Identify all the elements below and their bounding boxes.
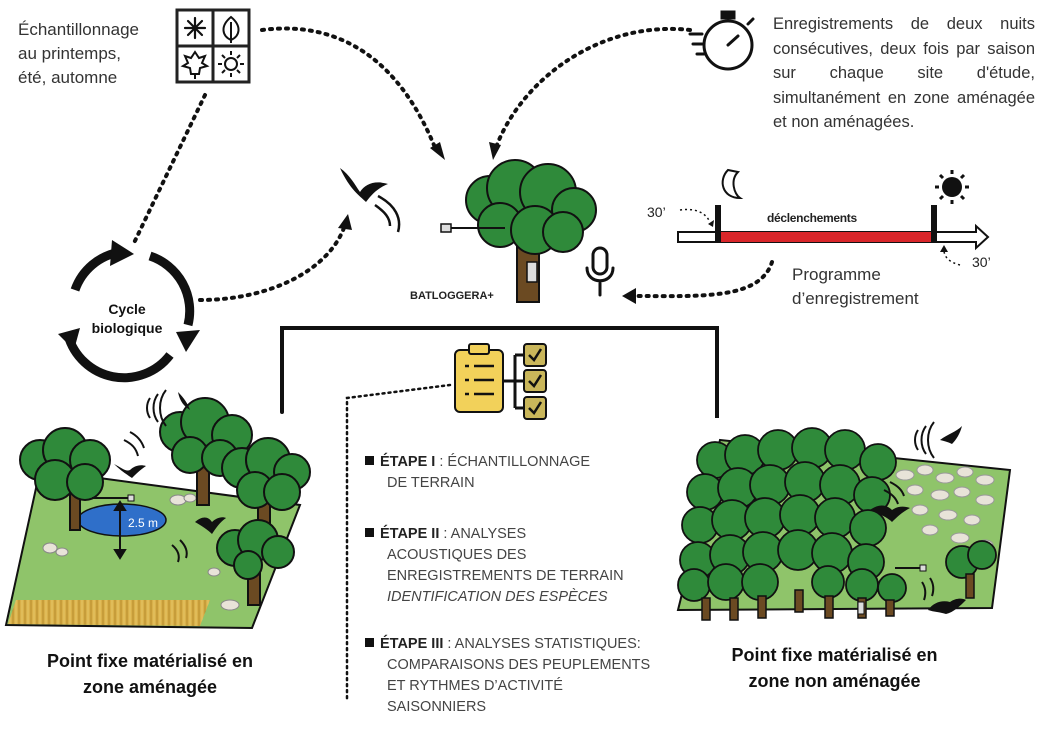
step-2-line3: ENREGISTREMENTS DE TERRAIN: [387, 568, 624, 584]
step-3-line4: SAISONNIERS: [387, 699, 487, 715]
step-2-line4: IDENTIFICATION DES ESPÈCES: [387, 589, 608, 605]
season-grid-icon: [175, 8, 251, 84]
step-2-line1: : ANALYSES: [439, 526, 527, 542]
recording-description: Enregistrements de deux nuits consécutiv…: [773, 15, 1035, 131]
step-3: ÉTAPE III : ANALYSES STATISTIQUES: COMPA…: [365, 634, 650, 718]
microphone-icon: [585, 246, 615, 297]
arrowhead-mic: [622, 288, 636, 304]
checklist-icon: [454, 343, 547, 420]
season-text-line1: Échantillonnage: [18, 20, 139, 39]
step-2: ÉTAPE II : ANALYSES ACOUSTIQUES DES ENRE…: [365, 524, 624, 608]
bat-icon-right-1: [940, 426, 962, 444]
central-tree: [440, 159, 597, 303]
bullet-square: [365, 638, 374, 647]
dotted-link-steps: [345, 383, 452, 702]
maple-leaf-icon: [180, 50, 210, 79]
step-3-line2: COMPARAISONS DES PEUPLEMENTS: [387, 657, 651, 673]
cycle-label-line2: biologique: [91, 320, 163, 336]
snowflake-icon: [183, 16, 207, 40]
step-1-line1: : ÉCHANTILLONNAGE: [435, 454, 591, 470]
undeveloped-site-caption: Point fixe matérialisé en zone non aména…: [702, 642, 967, 694]
season-sampling-text: Échantillonnage au printemps, été, autom…: [18, 18, 178, 90]
arrow-season-to-cycle: [131, 93, 207, 247]
site-connector-line: [280, 326, 719, 418]
developed-site: [4, 389, 311, 630]
arrow-season-to-device: [260, 26, 438, 152]
undeveloped-site: [676, 421, 1012, 621]
step-2-title: ÉTAPE II: [380, 526, 440, 542]
offset-end-label: 30’: [972, 254, 991, 270]
bat-icon-right-2: [870, 505, 910, 522]
step-1: ÉTAPE I : ÉCHANTILLONNAGE DE TERRAIN: [365, 452, 590, 494]
stopwatch-icon: [688, 10, 755, 71]
bat-icon: [340, 168, 388, 202]
step-2-line2: ACOUSTIQUES DES: [387, 547, 527, 563]
device-label: BATLOGGERA+: [410, 290, 494, 302]
leaf-icon: [222, 15, 240, 43]
developed-caption-line2: zone aménagée: [82, 677, 218, 697]
arrowhead-bat: [338, 214, 352, 230]
program-label-line2: d’enregistrement: [792, 289, 919, 308]
step-3-line1: : ANALYSES STATISTIQUES:: [443, 636, 641, 652]
program-label-line1: Programme: [792, 265, 881, 284]
bullet-square: [365, 456, 374, 465]
program-label: Programme d’enregistrement: [792, 263, 1012, 311]
arrow-timer-to-device: [493, 26, 692, 152]
season-text-line2: au printemps,: [18, 44, 121, 63]
sun-icon: [218, 51, 244, 77]
step-1-title: ÉTAPE I: [380, 454, 436, 470]
developed-caption-line1: Point fixe matérialisé en: [46, 651, 254, 671]
arrow-program-to-mic: [633, 260, 774, 299]
step-3-title: ÉTAPE III: [380, 636, 444, 652]
undeveloped-caption-line1: Point fixe matérialisé en: [731, 645, 938, 665]
bat-icon-left-2: [195, 517, 226, 534]
moon-icon: [721, 168, 744, 200]
step-1-line2: DE TERRAIN: [387, 475, 475, 491]
cycle-label: Cycle biologique: [82, 300, 172, 338]
arrow-cycle-to-bat: [198, 223, 347, 302]
bat-icon-left-3: [178, 392, 190, 410]
cycle-label-line1: Cycle: [108, 301, 146, 317]
recording-timeline: [677, 168, 990, 266]
season-text-line3: été, automne: [18, 68, 118, 87]
bullet-square: [365, 528, 374, 537]
bat-icon-right-3: [928, 598, 966, 614]
arrowhead-device-right: [489, 142, 501, 160]
developed-site-caption: Point fixe matérialisé en zone aménagée: [20, 648, 280, 700]
height-label: 2.5 m: [128, 516, 159, 530]
step-3-line3: ET RYTHMES D’ACTIVITÉ: [387, 678, 563, 694]
offset-start-label: 30’: [647, 204, 666, 220]
undeveloped-caption-line2: zone non aménagée: [748, 671, 921, 691]
trigger-label: déclenchements: [767, 211, 857, 225]
sun-black-icon: [935, 170, 969, 204]
bat-icon-left-1: [114, 464, 146, 478]
sound-waves-icon: [374, 194, 401, 233]
arrowhead-device-left: [430, 142, 445, 160]
